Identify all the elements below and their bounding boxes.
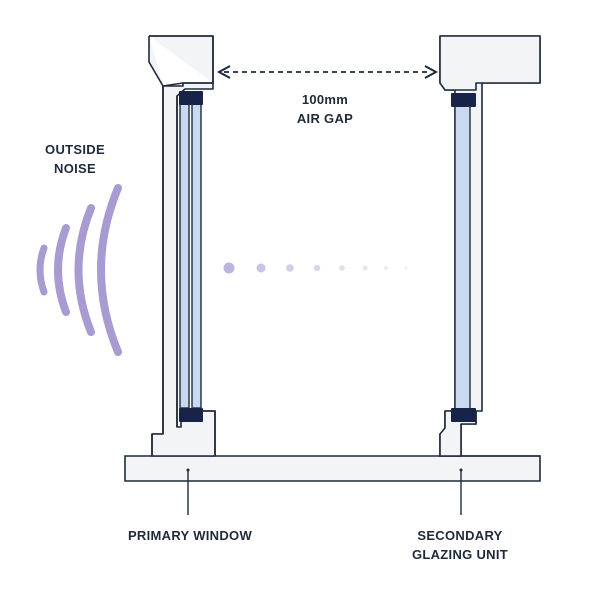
secondary-glazing-line-2: GLAZING UNIT xyxy=(411,547,509,562)
secondary-glass xyxy=(454,103,471,411)
air-gap-label: 100mm AIR GAP xyxy=(270,90,380,128)
outside-noise-line-2: NOISE xyxy=(54,161,96,176)
secondary-glazing-label: SECONDARY GLAZING UNIT xyxy=(395,526,525,564)
sound-dots xyxy=(223,262,408,274)
outside-noise-label: OUTSIDE NOISE xyxy=(30,140,120,178)
secondary-seal-top xyxy=(451,93,476,107)
primary-seal-bottom xyxy=(179,408,203,422)
primary-window-label: PRIMARY WINDOW xyxy=(110,526,270,545)
sill-base xyxy=(124,455,541,482)
double-arrow-icon xyxy=(216,65,439,79)
primary-glass-inner xyxy=(191,99,202,409)
air-gap-line-2: AIR GAP xyxy=(296,111,354,126)
secondary-seal-bottom xyxy=(451,408,476,422)
primary-window-text: PRIMARY WINDOW xyxy=(127,528,253,543)
primary-seal-top xyxy=(179,91,203,105)
air-gap-line-1: 100mm xyxy=(301,92,349,107)
primary-glass-outer xyxy=(179,99,190,409)
outside-noise-line-1: OUTSIDE xyxy=(45,142,105,157)
secondary-glazing-line-1: SECONDARY xyxy=(417,528,503,543)
sound-wave-icon xyxy=(36,184,122,356)
leader-lines xyxy=(186,468,463,515)
